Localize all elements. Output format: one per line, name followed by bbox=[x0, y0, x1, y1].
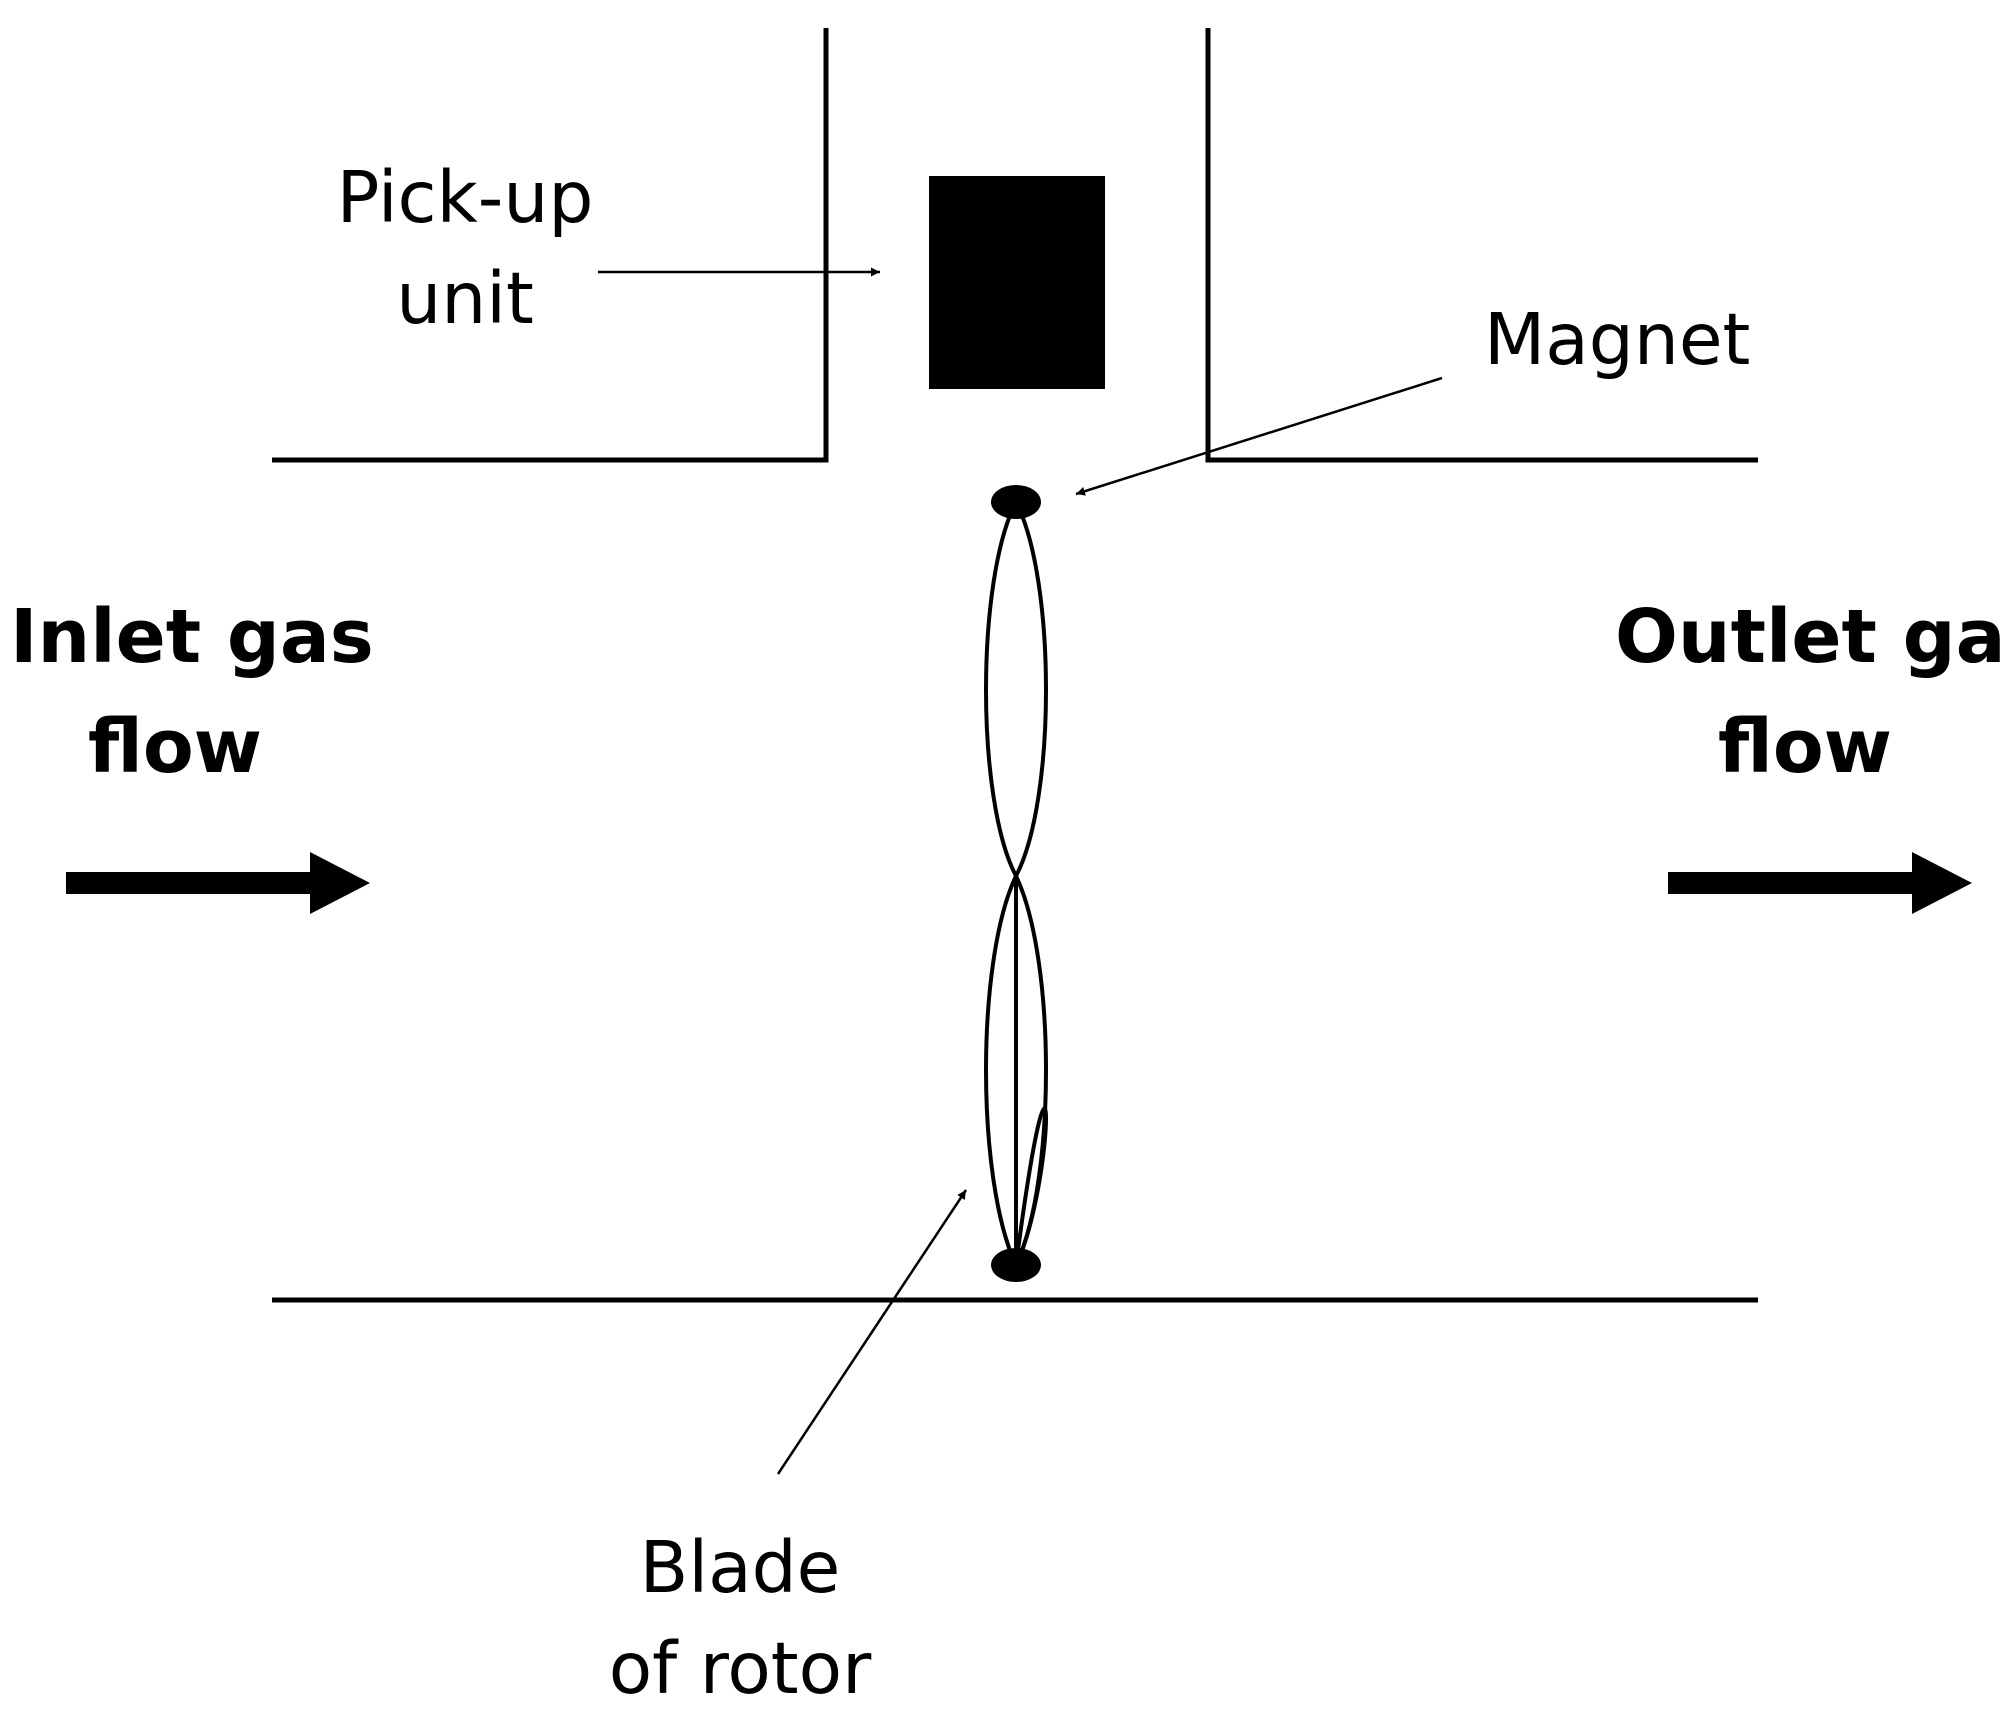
rotor-hub-bottom-dot bbox=[991, 1248, 1041, 1282]
outlet-label-line2: flow bbox=[1717, 704, 1893, 790]
pickup-unit-block bbox=[929, 176, 1105, 389]
magnet-label: Magnet bbox=[1484, 298, 1751, 381]
pickup-label-line1: Pick-up bbox=[336, 156, 594, 239]
outlet-gas-flow-label: Outlet gas flow bbox=[1615, 594, 2007, 790]
rotor-blade-lower-lobe-right bbox=[1014, 875, 1048, 1266]
pipe-upper-left-wall bbox=[272, 28, 829, 463]
inlet-label-line1: Inlet gas bbox=[10, 594, 374, 680]
rotor-blade-lower-lobe bbox=[984, 875, 1048, 1270]
pickup-unit-label: Pick-up unit bbox=[330, 162, 600, 334]
rotor-blade-upper-lobe bbox=[984, 497, 1048, 881]
blade-leader-arrow bbox=[776, 1189, 968, 1475]
outlet-label-line1: Outlet gas bbox=[1615, 594, 2007, 680]
magnet-top-dot bbox=[991, 485, 1041, 519]
blade-label-line2: of rotor bbox=[608, 1627, 872, 1710]
blade-of-rotor-label: Blade of rotor bbox=[580, 1532, 900, 1704]
pipe-upper-right-wall bbox=[1205, 28, 1758, 463]
pickup-label-line2: unit bbox=[396, 257, 534, 340]
inlet-label-line2: flow bbox=[87, 704, 263, 790]
blade-label-line1: Blade bbox=[639, 1526, 841, 1609]
outlet-flow-arrow bbox=[1668, 852, 1972, 914]
magnet-leader-arrow bbox=[1075, 376, 1443, 496]
inlet-gas-flow-label: Inlet gas flow bbox=[10, 594, 374, 790]
inlet-flow-arrow bbox=[66, 852, 370, 914]
